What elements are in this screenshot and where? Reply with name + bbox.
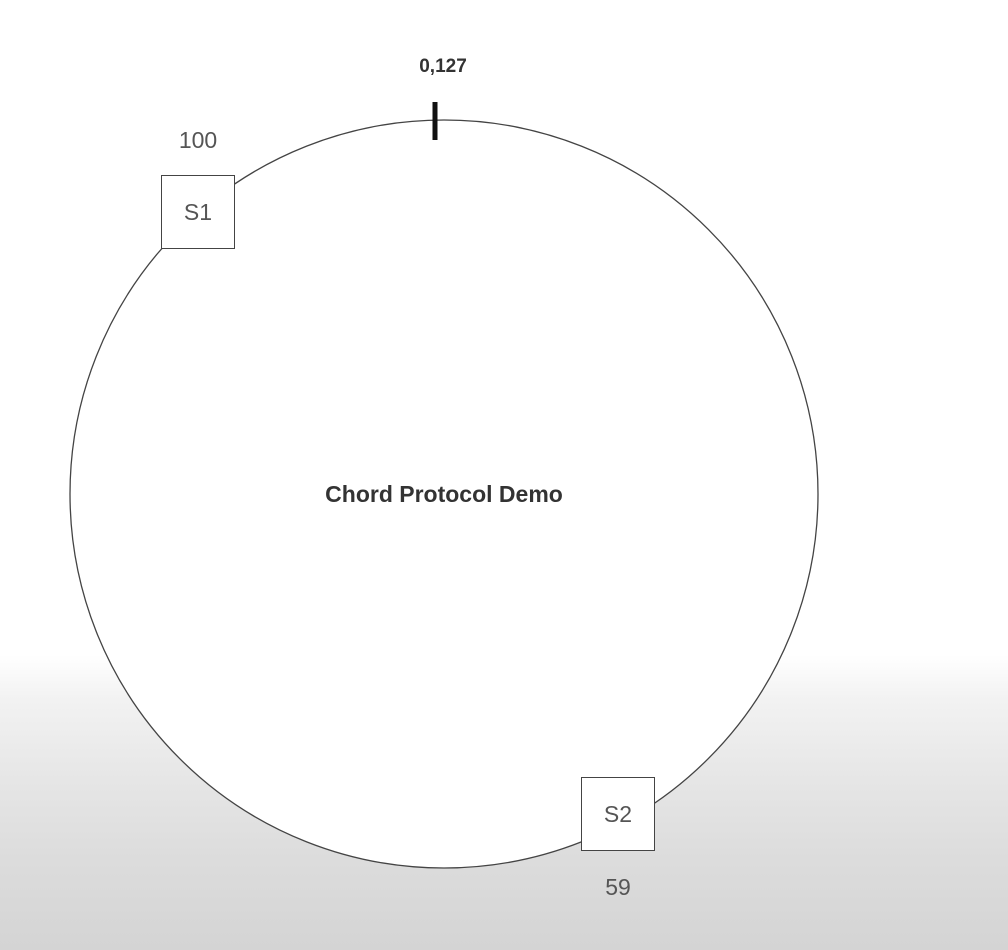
node-s2-label: S2 xyxy=(603,800,633,827)
node-s1[interactable]: S1 xyxy=(161,175,235,249)
chord-ring xyxy=(69,119,819,869)
ring-origin-label: 0,127 xyxy=(419,56,467,77)
node-s2[interactable]: S2 xyxy=(581,777,655,851)
node-s1-id-label: 100 xyxy=(178,127,218,153)
node-s2-id-label: 59 xyxy=(605,874,631,900)
diagram-title: Chord Protocol Demo xyxy=(325,481,563,507)
node-s1-label: S1 xyxy=(183,198,213,225)
